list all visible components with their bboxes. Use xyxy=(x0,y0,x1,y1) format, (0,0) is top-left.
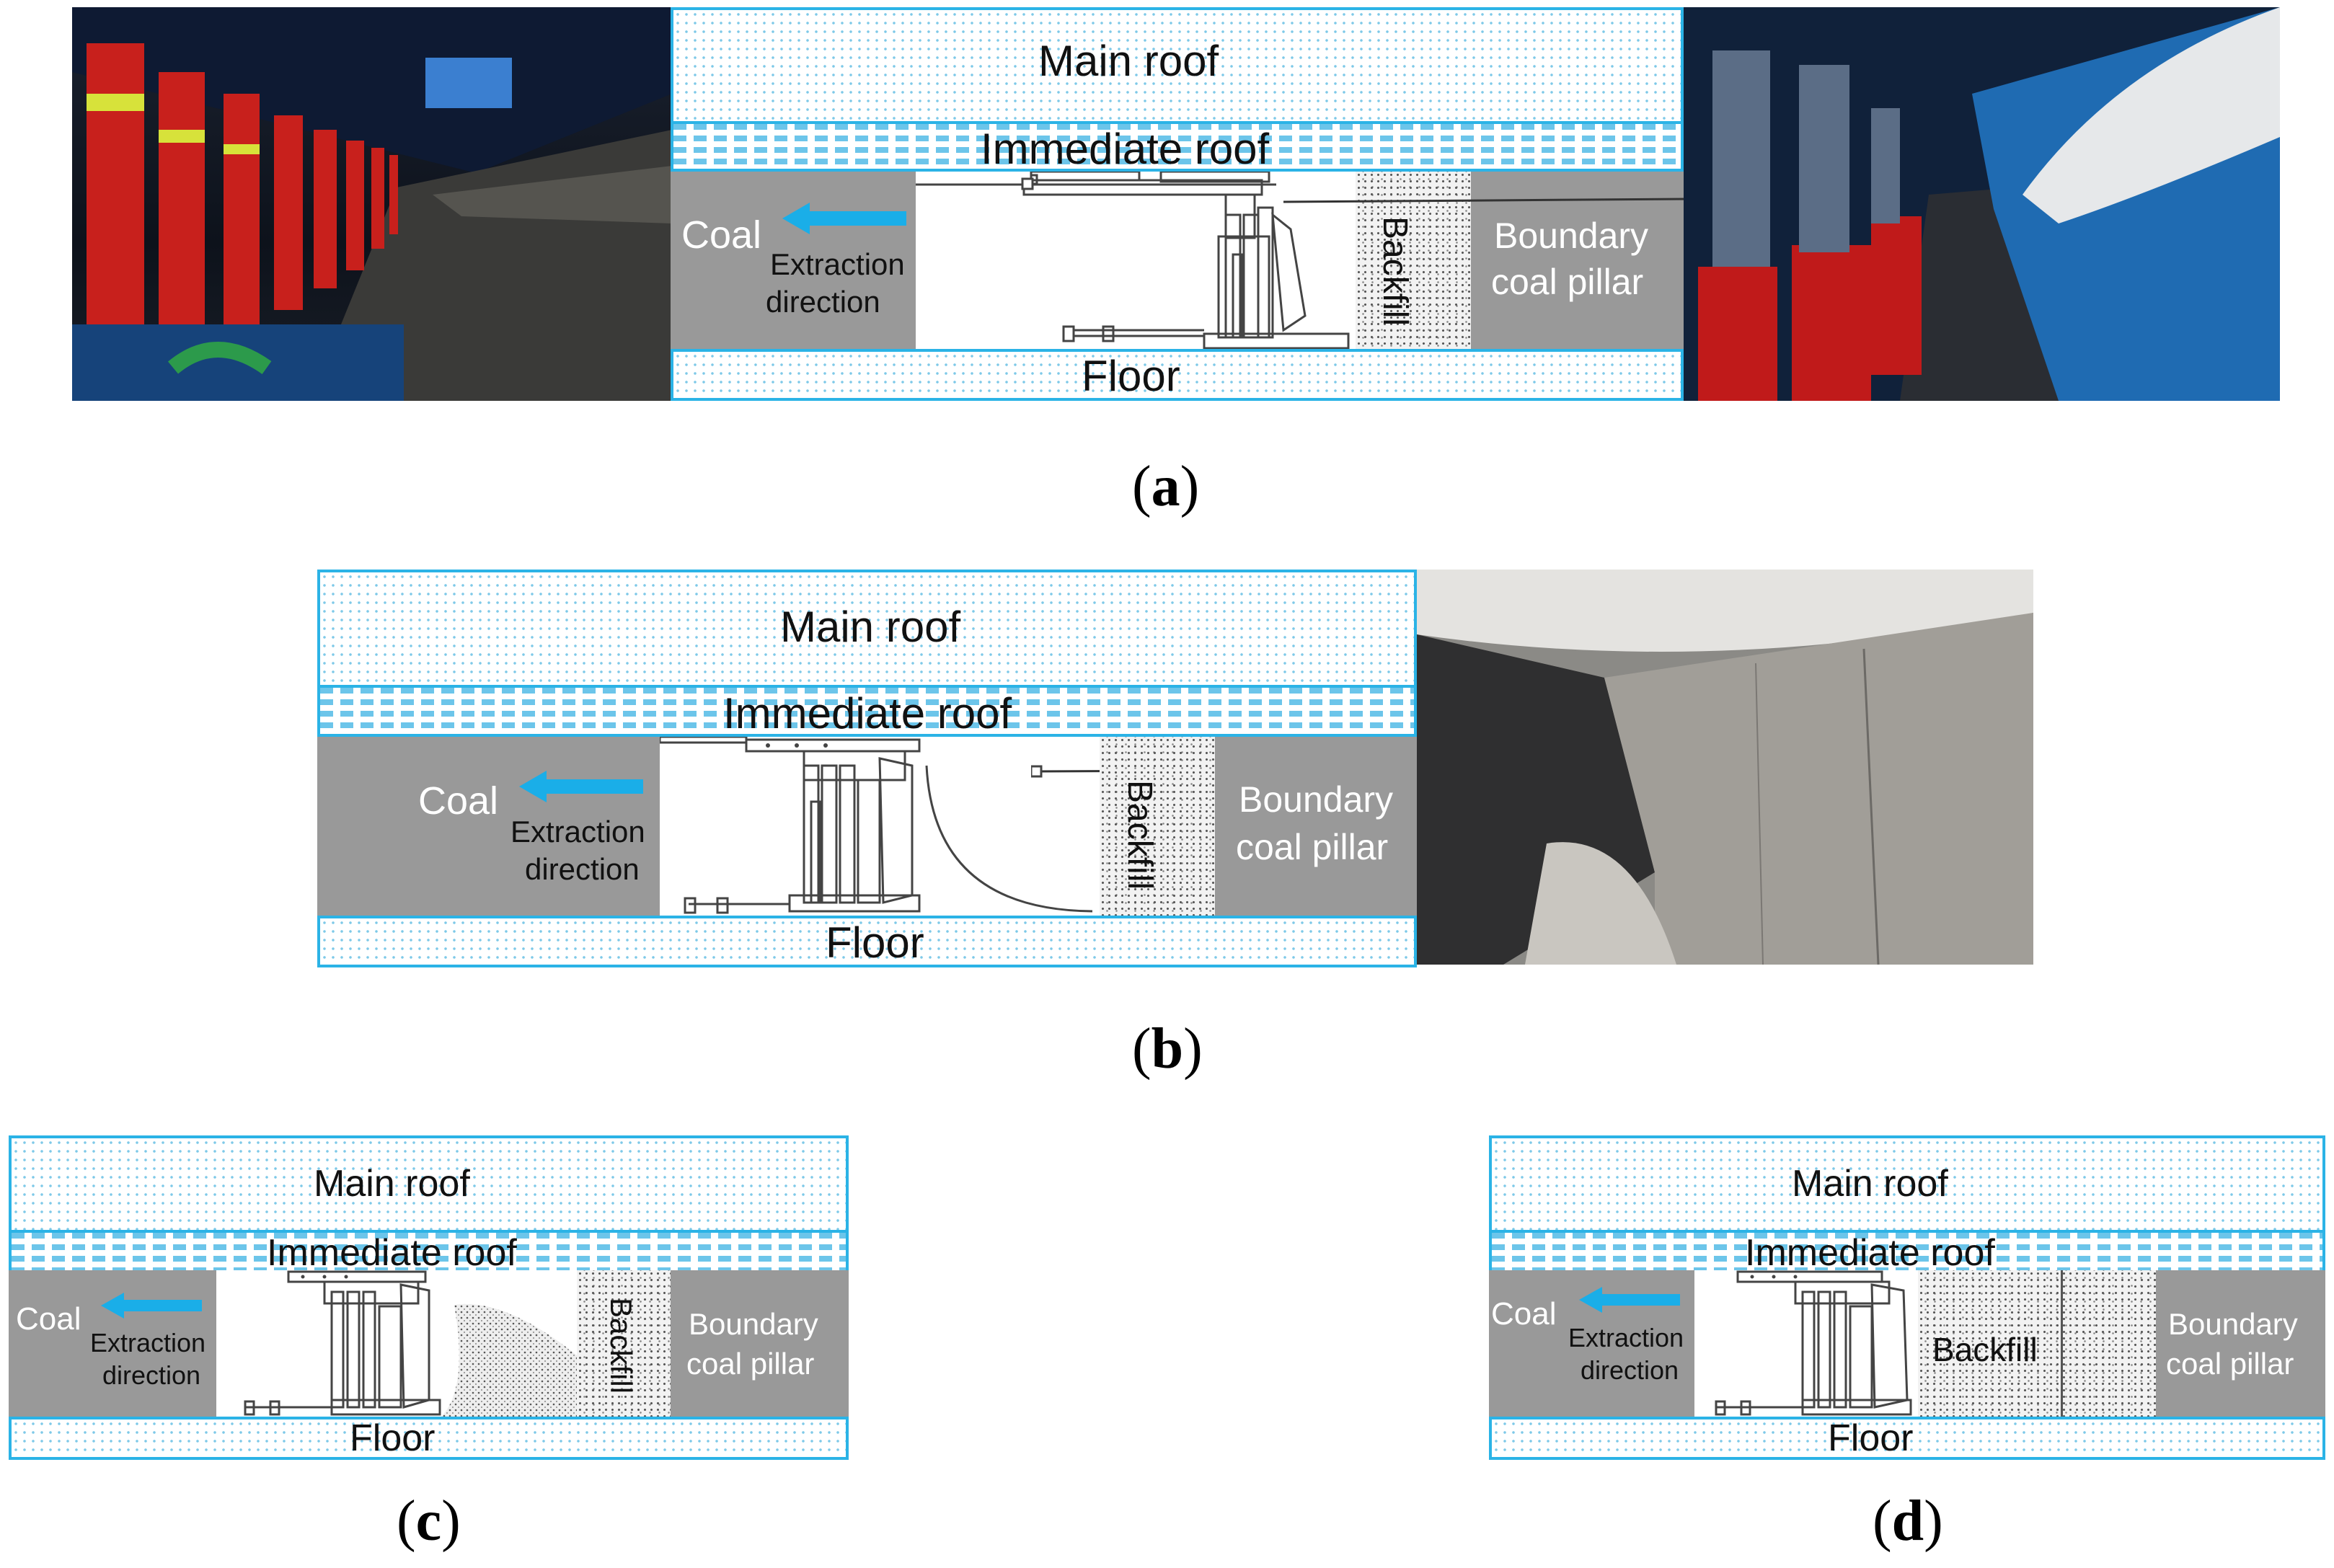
backfill-zone xyxy=(577,1270,671,1418)
immediate-roof-layer xyxy=(9,1230,849,1273)
main-roof-label: Main roof xyxy=(1792,1163,1948,1205)
coal-label: Coal xyxy=(16,1301,81,1337)
floor-layer xyxy=(1489,1417,2325,1460)
boundary-line xyxy=(1283,198,1687,203)
coal-label: Coal xyxy=(1491,1296,1557,1332)
floor-layer xyxy=(317,916,1417,967)
immediate-roof-layer xyxy=(671,121,1684,172)
extraction-label: Extraction xyxy=(510,815,645,849)
main-roof-label: Main roof xyxy=(780,603,961,651)
photo-backfilled-gob xyxy=(1417,570,2033,965)
floor-label: Floor xyxy=(826,918,924,967)
extraction-label: Extraction xyxy=(90,1328,206,1357)
boundary-coal-pillar xyxy=(1215,737,1417,916)
backfill-slope-c xyxy=(440,1303,577,1418)
coal-label: Coal xyxy=(681,213,762,257)
backfill-zone xyxy=(1918,1270,2156,1418)
floor-label: Floor xyxy=(350,1417,436,1459)
direction-label: direction xyxy=(102,1360,201,1390)
hydraulic-support-b xyxy=(660,737,1093,914)
floor-label: Floor xyxy=(1828,1417,1914,1459)
photo-backfill-bags xyxy=(1684,7,2280,401)
immediate-roof-label: Immediate roof xyxy=(723,689,1012,738)
backfill-label: Backfill xyxy=(1120,780,1159,890)
main-roof-label: Main roof xyxy=(1038,37,1219,85)
extraction-arrow xyxy=(101,1293,202,1319)
extraction-arrow xyxy=(782,203,906,234)
boundary-label: Boundary xyxy=(1494,216,1649,256)
direction-label: direction xyxy=(1581,1355,1679,1385)
coal-seam-face xyxy=(671,172,916,349)
boundary-coal-pillar xyxy=(671,1270,849,1418)
main-roof-layer xyxy=(671,7,1684,124)
main-roof-layer xyxy=(9,1135,849,1233)
immediate-roof-layer xyxy=(317,685,1417,737)
floor-layer xyxy=(671,349,1684,401)
coal-seam-face xyxy=(9,1270,216,1418)
backfill-label: Backfill xyxy=(1932,1331,2038,1368)
caption-a: (a) xyxy=(1132,455,1200,518)
extraction-label: Extraction xyxy=(770,247,905,281)
caption-a-letter: a xyxy=(1151,455,1180,518)
immediate-roof-label: Immediate roof xyxy=(981,125,1270,173)
coal-pillar-label: coal pillar xyxy=(686,1347,815,1381)
boundary-label: Boundary xyxy=(1239,779,1394,820)
boundary-coal-pillar xyxy=(2156,1270,2325,1418)
hydraulic-support-c xyxy=(244,1270,441,1416)
coal-seam-face xyxy=(317,737,660,916)
hydraulic-support-d xyxy=(1715,1270,1912,1416)
extraction-arrow xyxy=(519,771,643,802)
direction-label: direction xyxy=(525,852,640,886)
coal-pillar-label: coal pillar xyxy=(1236,827,1389,867)
caption-d: (d) xyxy=(1873,1489,1943,1553)
immediate-roof-label: Immediate roof xyxy=(1745,1232,1995,1274)
boundary-label: Boundary xyxy=(2168,1307,2298,1341)
working-space xyxy=(1694,1270,1918,1418)
hydraulic-support-a xyxy=(916,172,1350,349)
backfill-label: Backfill xyxy=(1376,216,1414,327)
floor-label: Floor xyxy=(1082,352,1180,400)
coal-pillar-label: coal pillar xyxy=(1491,262,1644,302)
extraction-arrow xyxy=(1579,1287,1680,1313)
caption-b-letter: b xyxy=(1151,1017,1184,1081)
backfill-label: Backfill xyxy=(604,1298,638,1394)
caption-b: (b) xyxy=(1132,1017,1203,1081)
caption-c: (c) xyxy=(397,1489,461,1553)
extraction-label: Extraction xyxy=(1568,1323,1684,1352)
floor-layer xyxy=(9,1417,849,1460)
main-roof-layer xyxy=(1489,1135,2325,1233)
direction-label: direction xyxy=(766,285,880,319)
main-roof-label: Main roof xyxy=(314,1163,470,1205)
caption-d-letter: d xyxy=(1891,1489,1924,1553)
coal-pillar-label: coal pillar xyxy=(2166,1347,2294,1381)
backfill-divider xyxy=(2061,1270,2063,1418)
coal-label: Coal xyxy=(418,779,499,823)
backfill-zone xyxy=(1100,737,1215,916)
photo-longwall-supports xyxy=(72,7,672,401)
boundary-label: Boundary xyxy=(689,1307,818,1341)
caption-c-letter: c xyxy=(415,1489,442,1553)
main-roof-layer xyxy=(317,570,1417,688)
immediate-roof-label: Immediate roof xyxy=(267,1232,517,1274)
